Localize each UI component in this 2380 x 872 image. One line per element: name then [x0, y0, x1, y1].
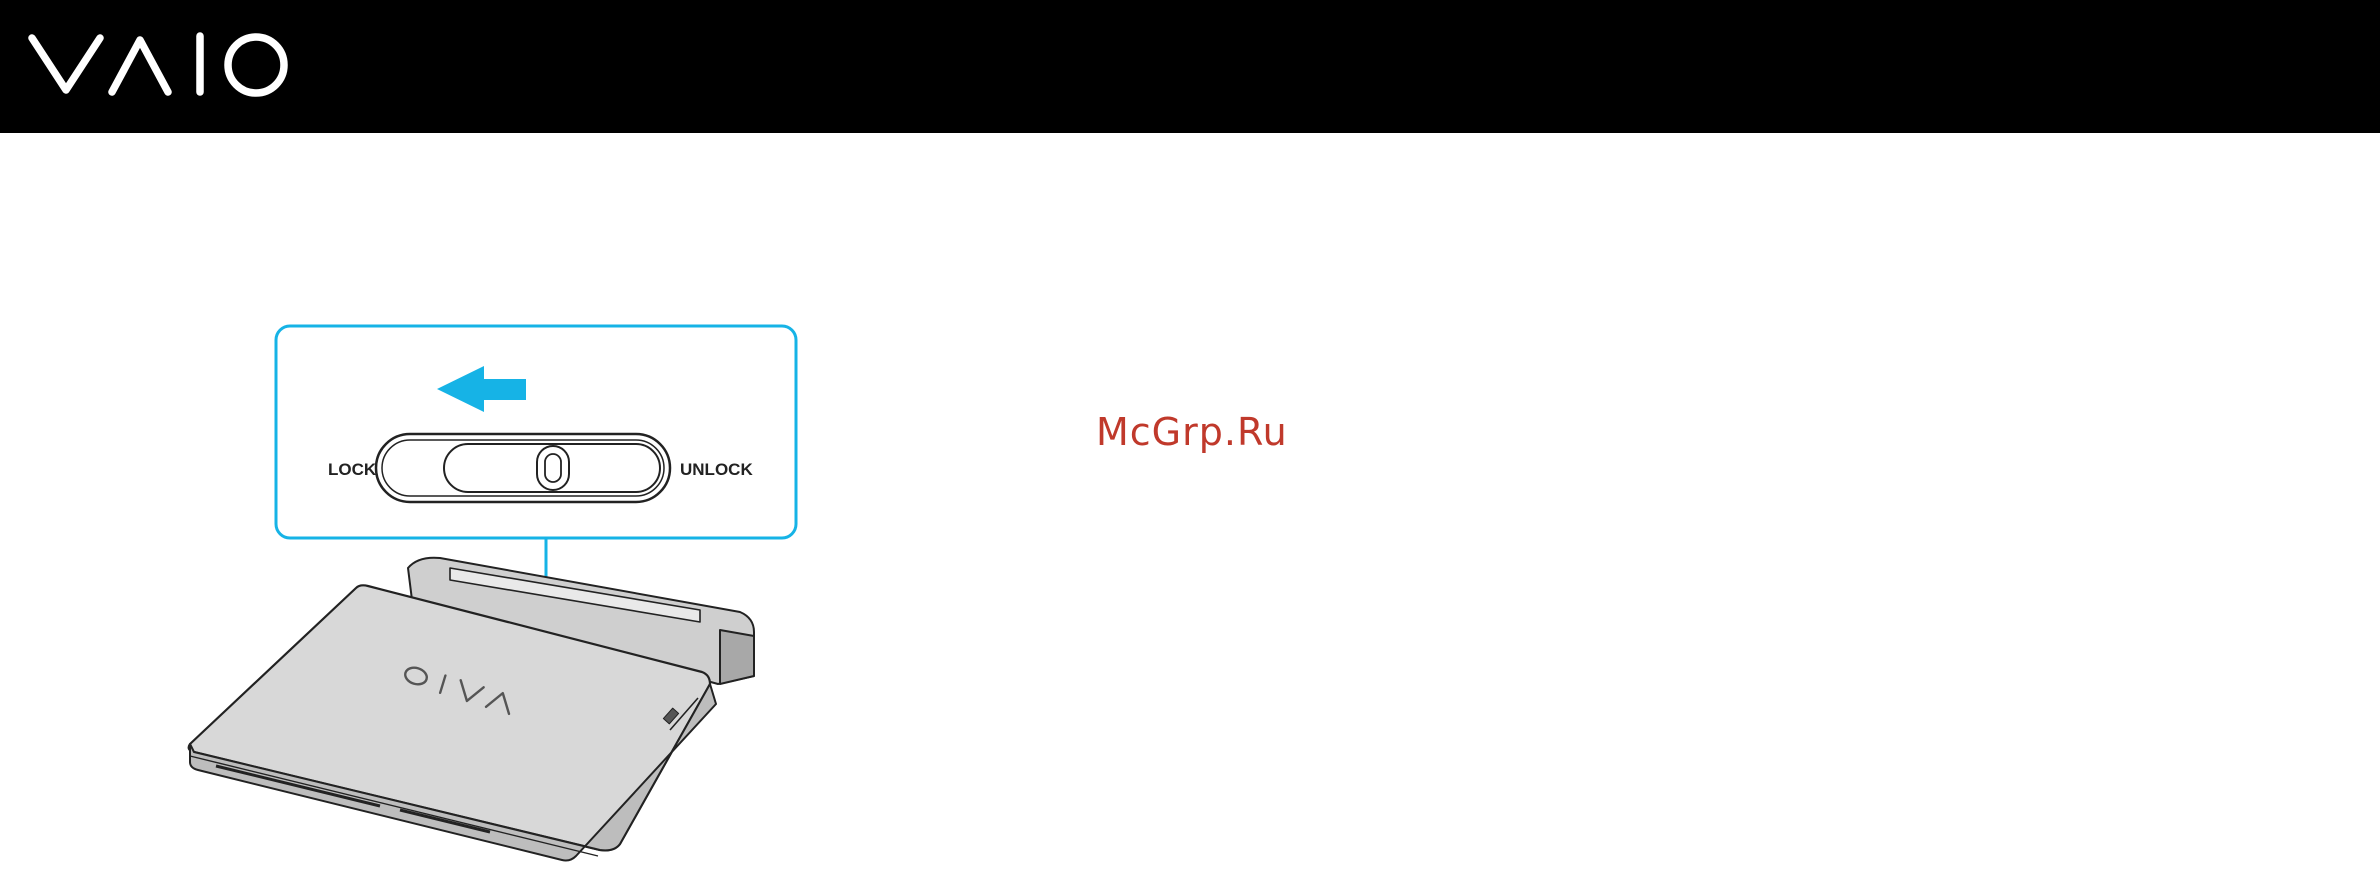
- callout-box: [276, 326, 796, 538]
- unlock-label: UNLOCK: [680, 460, 753, 479]
- vaio-logo: [28, 30, 300, 98]
- docking-station-illustration: LOCK UNLOCK: [150, 300, 810, 872]
- watermark-text: McGrp.Ru: [1096, 410, 1288, 454]
- lock-switch: [376, 434, 670, 502]
- lock-label: LOCK: [328, 460, 377, 479]
- header-bar: [0, 0, 2380, 133]
- vaio-logo-icon: [28, 30, 300, 98]
- docking-diagram: LOCK UNLOCK: [150, 300, 810, 872]
